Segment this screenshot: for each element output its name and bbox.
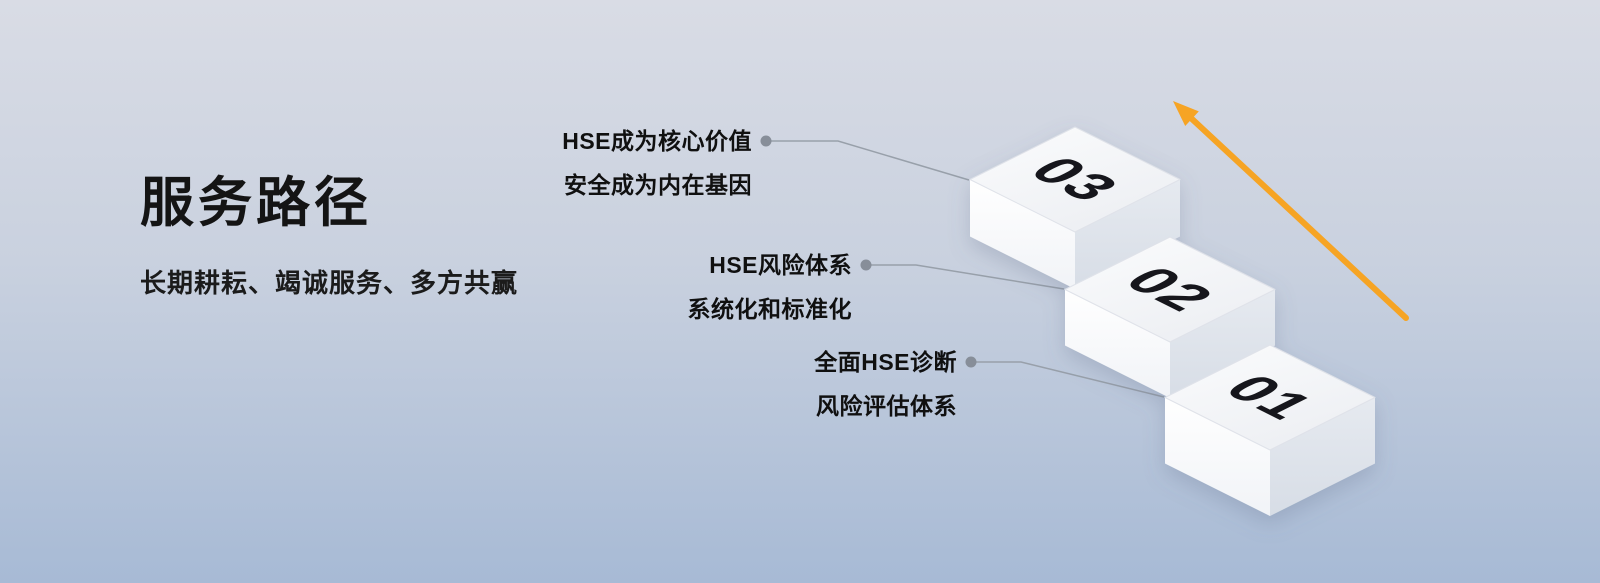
connector-line-03 [766,140,970,181]
connector-dot-02 [860,259,872,271]
ascending-arrow-head [1173,101,1199,126]
callout-step-02: HSE风险体系 系统化和标准化 [688,243,853,331]
staircase: 03 02 01 [969,126,1376,516]
callout-step-03: HSE成为核心价值 安全成为内在基因 [562,119,752,207]
connector-line-02 [866,264,1065,290]
callout-step-01-line2: 风险评估体系 [816,393,957,419]
step-03-front-face [970,179,1075,289]
callout-step-02-line2: 系统化和标准化 [687,296,852,322]
step-03-side-face [1075,179,1180,289]
step-02: 02 [1064,236,1276,398]
connector-dots [760,135,977,368]
step-01-top-face [1164,344,1376,451]
ascending-arrow-shaft [1189,116,1409,321]
callout-step-03-line1: HSE成为核心价值 [562,128,752,154]
connector-dot-01 [965,356,977,368]
connectors [766,140,1165,398]
step-01-side-face [1270,397,1375,516]
callout-step-03-line2: 安全成为内在基因 [564,172,752,198]
step-01: 01 [1164,344,1376,516]
step-01-front-face [1165,397,1270,516]
step-02-top-face [1064,236,1276,343]
page-subtitle: 长期耕耘、竭诚服务、多方共赢 [140,268,519,299]
callout-step-01-line1: 全面HSE诊断 [814,349,957,375]
step-02-front-face [1065,289,1170,398]
callout-step-01: 全面HSE诊断 风险评估体系 [814,340,957,428]
connector-dot-03 [760,135,772,147]
step-03-top-face [969,126,1181,233]
connector-line-01 [971,361,1165,398]
ascending-arrow-icon [1173,101,1409,321]
title-block: 服务路径 长期耕耘、竭诚服务、多方共赢 [140,172,518,299]
step-03: 03 [969,126,1181,289]
step-02-side-face [1170,289,1275,398]
callout-step-02-line1: HSE风险体系 [709,252,852,278]
page-title: 服务路径 [140,173,372,233]
